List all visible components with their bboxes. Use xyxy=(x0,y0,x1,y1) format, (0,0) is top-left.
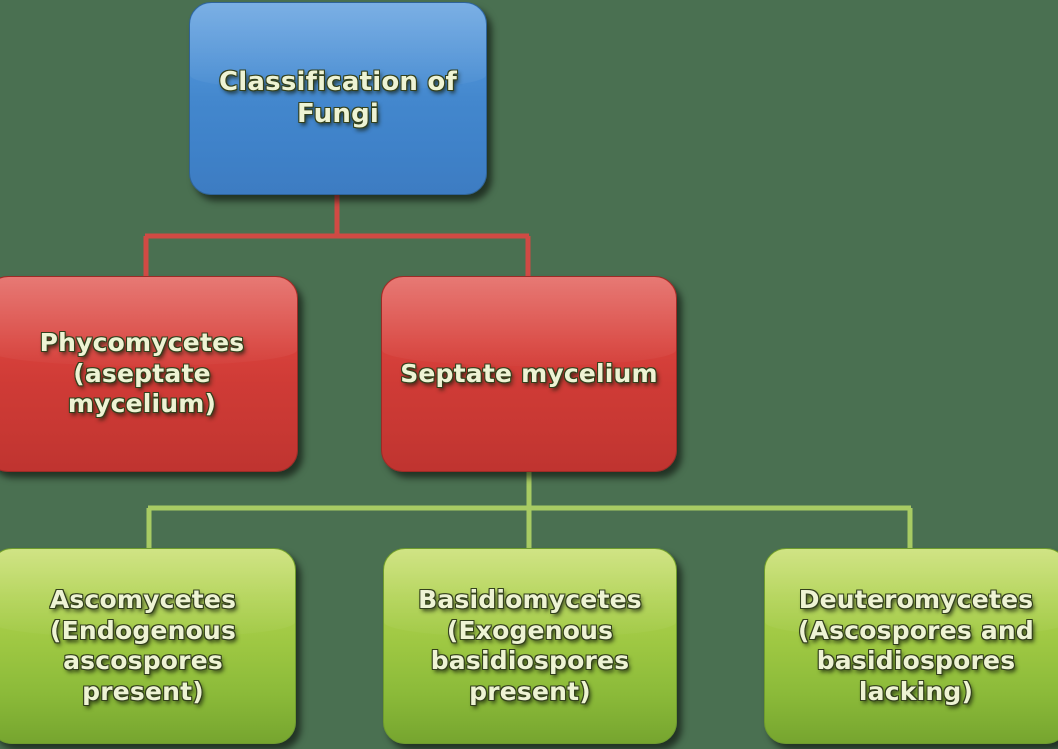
node-basidiomycetes[interactable]: Basidiomycetes (Exogenous basidiospores … xyxy=(383,548,677,744)
node-label: Basidiomycetes (Exogenous basidiospores … xyxy=(418,585,642,706)
node-label: Classification of Fungi xyxy=(219,66,457,129)
node-classification-of-fungi[interactable]: Classification of Fungi xyxy=(189,2,487,195)
node-ascomycetes[interactable]: Ascomycetes (Endogenous ascospores prese… xyxy=(0,548,296,744)
connector-group-green xyxy=(146,470,913,552)
node-phycomycetes[interactable]: Phycomycetes (aseptate mycelium) xyxy=(0,276,298,472)
node-deuteromycetes[interactable]: Deuteromycetes (Ascospores and basidiosp… xyxy=(764,548,1058,744)
node-label: Phycomycetes (aseptate mycelium) xyxy=(39,328,245,419)
node-label: Ascomycetes (Endogenous ascospores prese… xyxy=(49,585,237,706)
connector-group-red xyxy=(143,193,531,280)
node-label: Septate mycelium xyxy=(400,358,658,388)
node-septate-mycelium[interactable]: Septate mycelium xyxy=(381,276,677,472)
node-label: Deuteromycetes (Ascospores and basidiosp… xyxy=(797,585,1035,706)
